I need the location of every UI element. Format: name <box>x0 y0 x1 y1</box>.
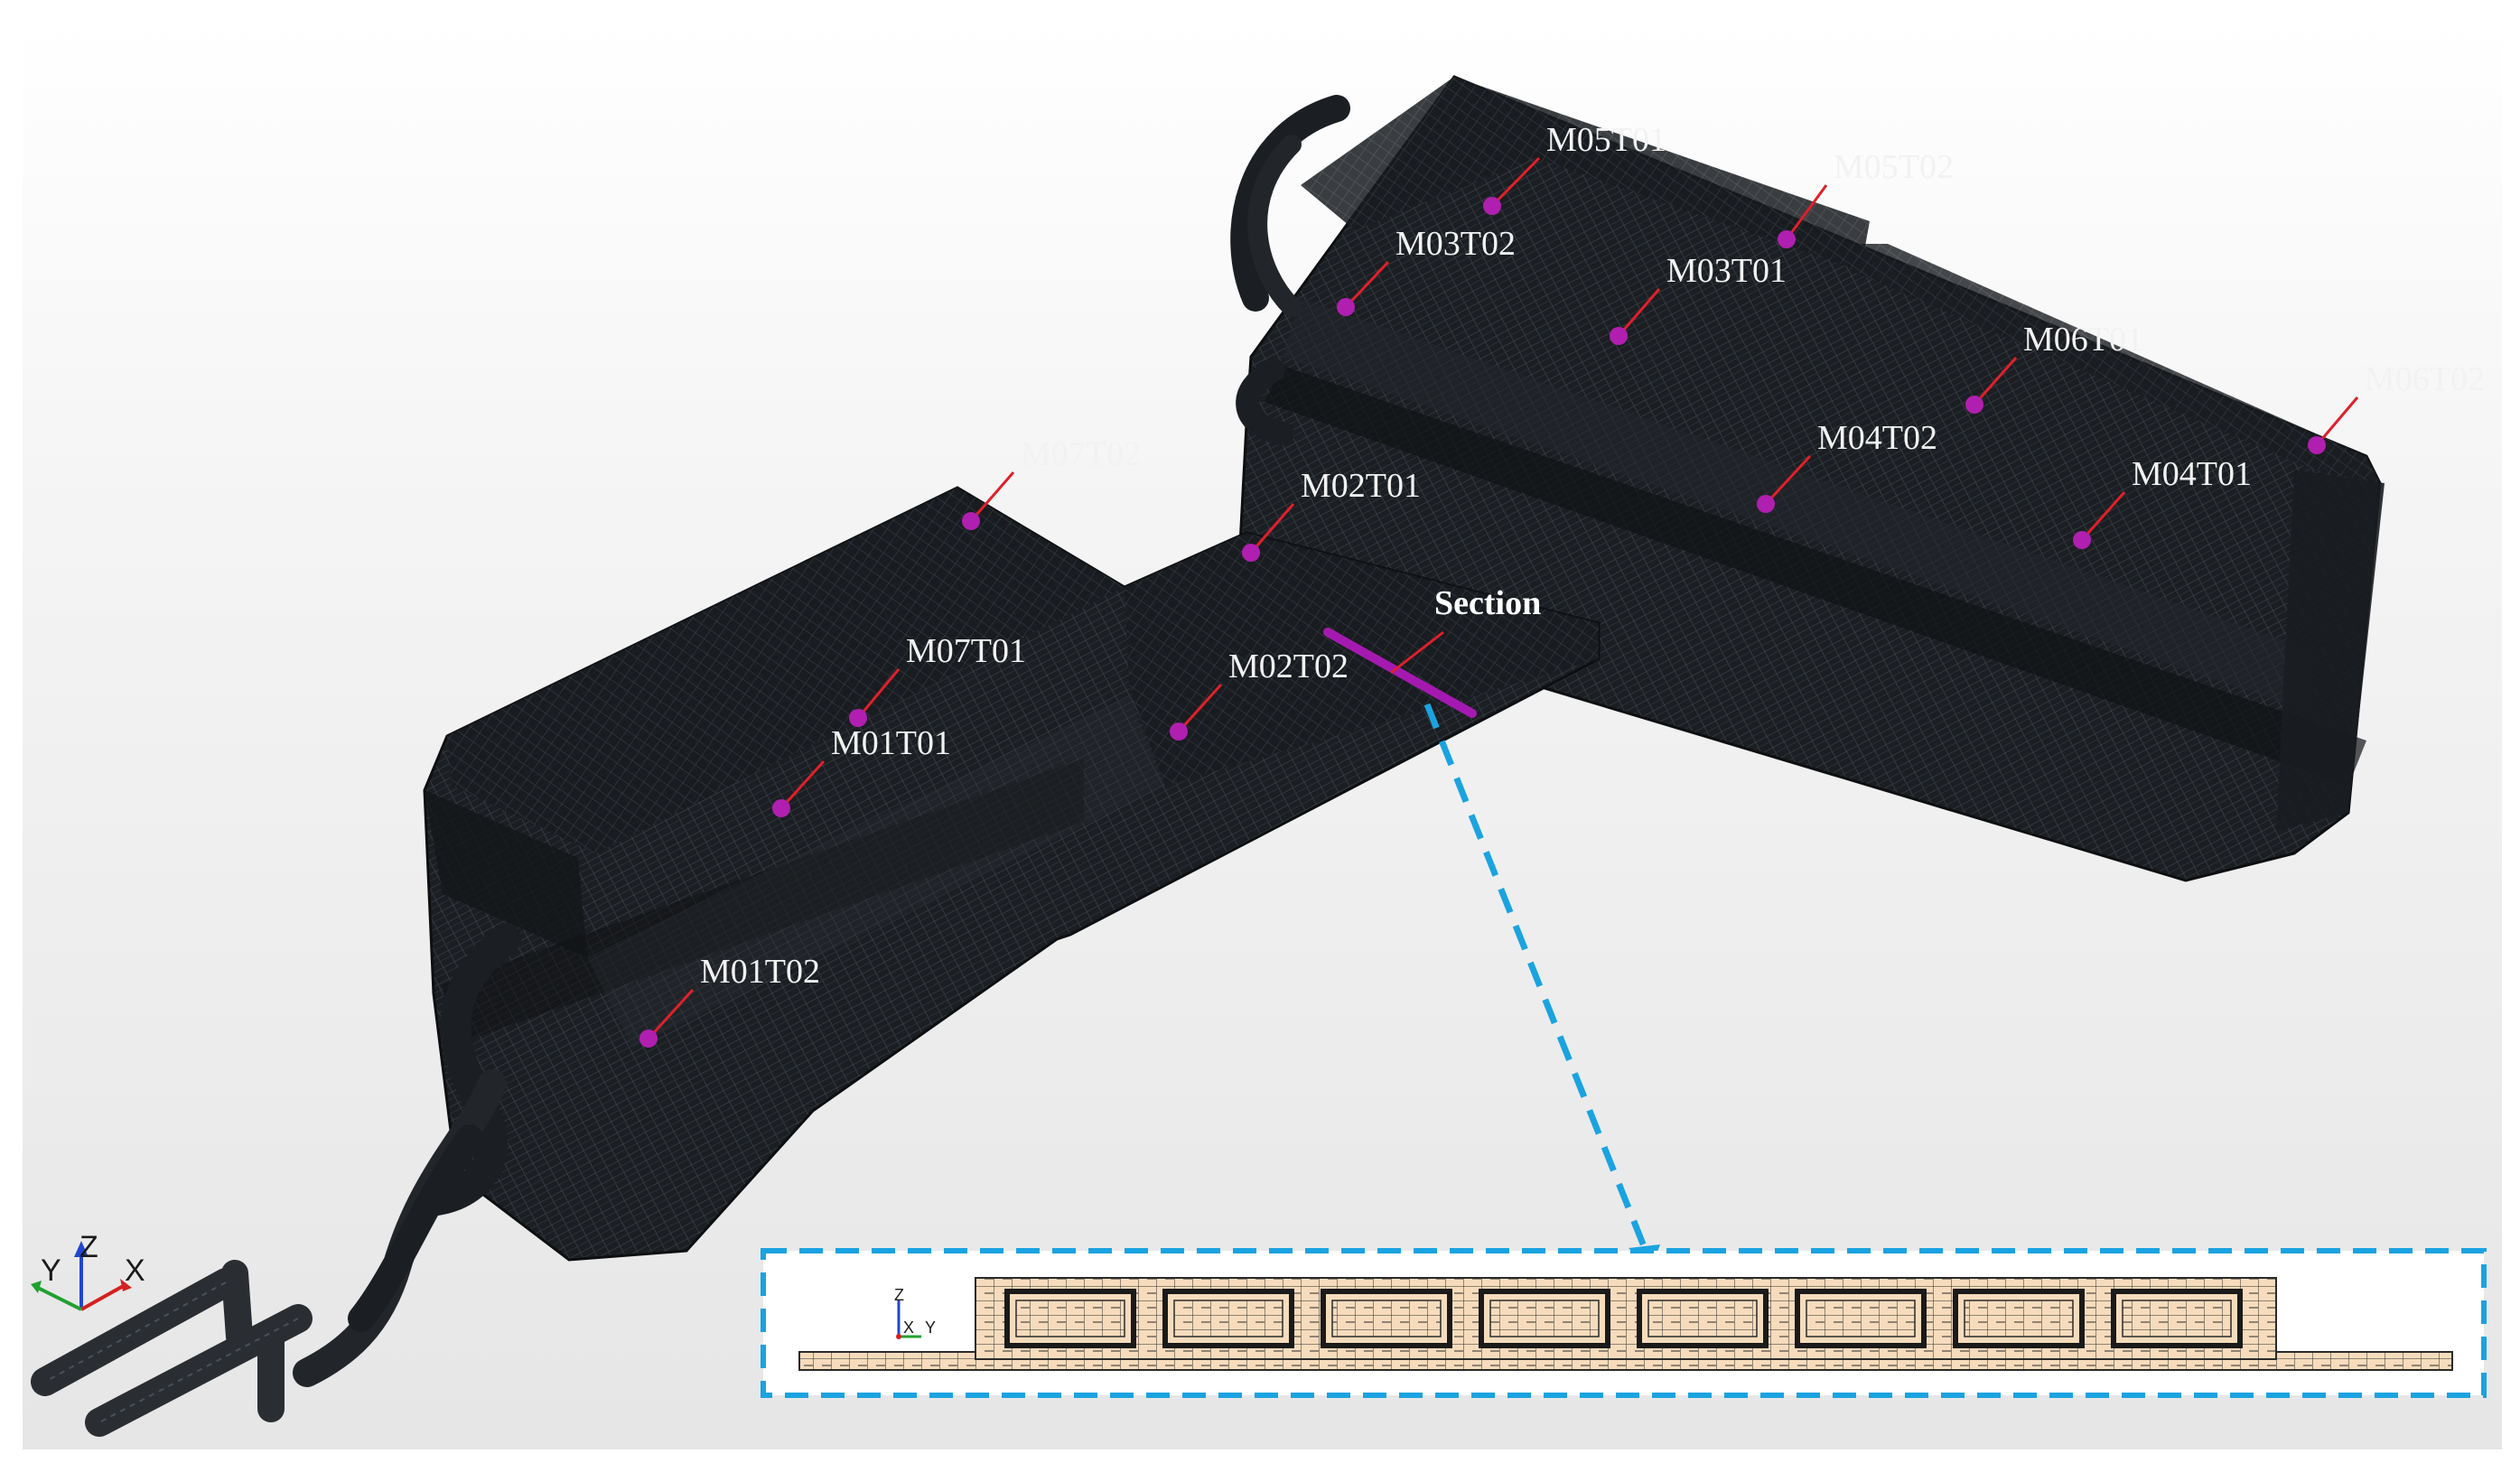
probe-m05t01: M05T01 <box>1483 121 1666 215</box>
probe-m02t01: M02T01 <box>1242 467 1421 562</box>
inset-axis-y-label: Y <box>925 1319 936 1337</box>
probe-dot <box>1242 544 1260 562</box>
inset-channel-mesh <box>1331 1300 1442 1337</box>
probe-m06t01: M06T01 <box>1965 321 2143 414</box>
probe-m01t02: M01T02 <box>639 953 820 1048</box>
probe-m01t01: M01T01 <box>772 724 951 817</box>
axis-y-line <box>35 1285 82 1311</box>
probe-label: M07T01 <box>906 632 1026 670</box>
probe-dot <box>849 709 867 727</box>
axis-triad-main: Z X Y <box>31 1230 145 1311</box>
probe-dot <box>1483 197 1501 215</box>
probe-dot <box>1757 495 1775 513</box>
probe-m03t01: M03T01 <box>1610 252 1787 345</box>
probe-dot <box>772 799 790 817</box>
probe-dot <box>1337 298 1355 316</box>
probe-m06t02: M06T02 <box>2308 360 2485 454</box>
probe-dot <box>1965 396 1983 414</box>
probe-leader-line <box>1617 288 1661 337</box>
axis-y-arrow <box>31 1281 42 1293</box>
probe-m04t01: M04T01 <box>2073 455 2252 549</box>
probe-dot <box>2073 531 2091 549</box>
probe-label: M03T01 <box>1666 252 1787 290</box>
probe-m07t01: M07T01 <box>849 632 1026 727</box>
left-battery-module <box>31 486 1601 1437</box>
inset-channel-mesh <box>1647 1300 1758 1337</box>
probe-leader-line <box>856 668 901 719</box>
axis-x-line <box>80 1282 127 1311</box>
inset-axis-x-label: X <box>903 1319 914 1337</box>
probe-leader-line <box>1344 260 1390 309</box>
section-line <box>1323 628 1477 718</box>
probe-label: M07T02 <box>1021 435 1141 473</box>
probe-group: M05T01M05T02M03T02M03T01M06T01M06T02M04T… <box>639 121 2485 1048</box>
axis-y-label: Y <box>41 1253 61 1288</box>
probe-leader-line <box>2080 491 2126 541</box>
section-leader <box>1390 630 1444 675</box>
inset-channel-mesh <box>1806 1300 1916 1337</box>
probe-dot <box>639 1030 658 1048</box>
inset-channel-mesh <box>2122 1300 2232 1337</box>
probe-leader-line <box>1177 683 1223 733</box>
probe-label: M06T02 <box>2365 360 2485 398</box>
probe-label: M02T01 <box>1301 467 1421 505</box>
probe-leader-line <box>1973 357 2018 405</box>
probe-leader-line <box>2315 396 2359 446</box>
inset-axis-x-dot <box>896 1334 901 1339</box>
inset-channels <box>1004 1289 2243 1348</box>
probe-label: M05T01 <box>1546 121 1666 159</box>
probe-dot <box>2308 436 2326 454</box>
probe-m02t02: M02T02 <box>1170 648 1349 741</box>
probe-dot <box>1778 230 1796 248</box>
probe-leader-line <box>779 759 826 810</box>
probe-label: M03T02 <box>1395 225 1516 263</box>
probe-leader-line <box>1764 454 1812 506</box>
probe-dot <box>962 512 980 530</box>
probe-leader-line <box>969 471 1015 522</box>
probe-leader-line <box>1785 184 1828 240</box>
probe-dot <box>1170 722 1188 741</box>
inset-axis-z-label: Z <box>894 1286 904 1304</box>
inset-channel-mesh <box>1489 1300 1600 1337</box>
inset-channel-mesh <box>1015 1300 1125 1337</box>
probe-label: M01T02 <box>700 953 820 991</box>
probe-leader-line <box>647 988 695 1040</box>
callout-arrow-line <box>1423 703 1647 1248</box>
probe-label: M01T01 <box>831 724 951 762</box>
section-label: Section <box>1434 584 1541 622</box>
cross-section-inset: Z X Y <box>761 1248 2487 1398</box>
axis-x-arrow <box>120 1279 132 1291</box>
probe-dot <box>1610 327 1628 345</box>
probe-label: M02T02 <box>1228 648 1349 685</box>
probe-label: M05T02 <box>1834 148 1954 186</box>
inset-channel-mesh <box>1173 1300 1283 1337</box>
probe-m07t02: M07T02 <box>962 435 1141 530</box>
probe-label: M06T01 <box>2023 321 2143 359</box>
probe-m03t02: M03T02 <box>1337 225 1516 316</box>
inset-channel-mesh <box>1964 1300 2074 1337</box>
axis-x-label: X <box>125 1253 145 1288</box>
probe-leader-line <box>1249 503 1295 554</box>
axis-z-label: Z <box>79 1230 98 1264</box>
probe-label: M04T01 <box>2132 455 2252 493</box>
probe-m04t02: M04T02 <box>1757 419 1937 513</box>
probe-m05t02: M05T02 <box>1778 148 1954 248</box>
axis-z-arrow <box>74 1241 89 1257</box>
section-marker: Section <box>1323 584 1660 1269</box>
probe-leader-line <box>1490 156 1541 208</box>
probe-label: M04T02 <box>1817 419 1937 457</box>
